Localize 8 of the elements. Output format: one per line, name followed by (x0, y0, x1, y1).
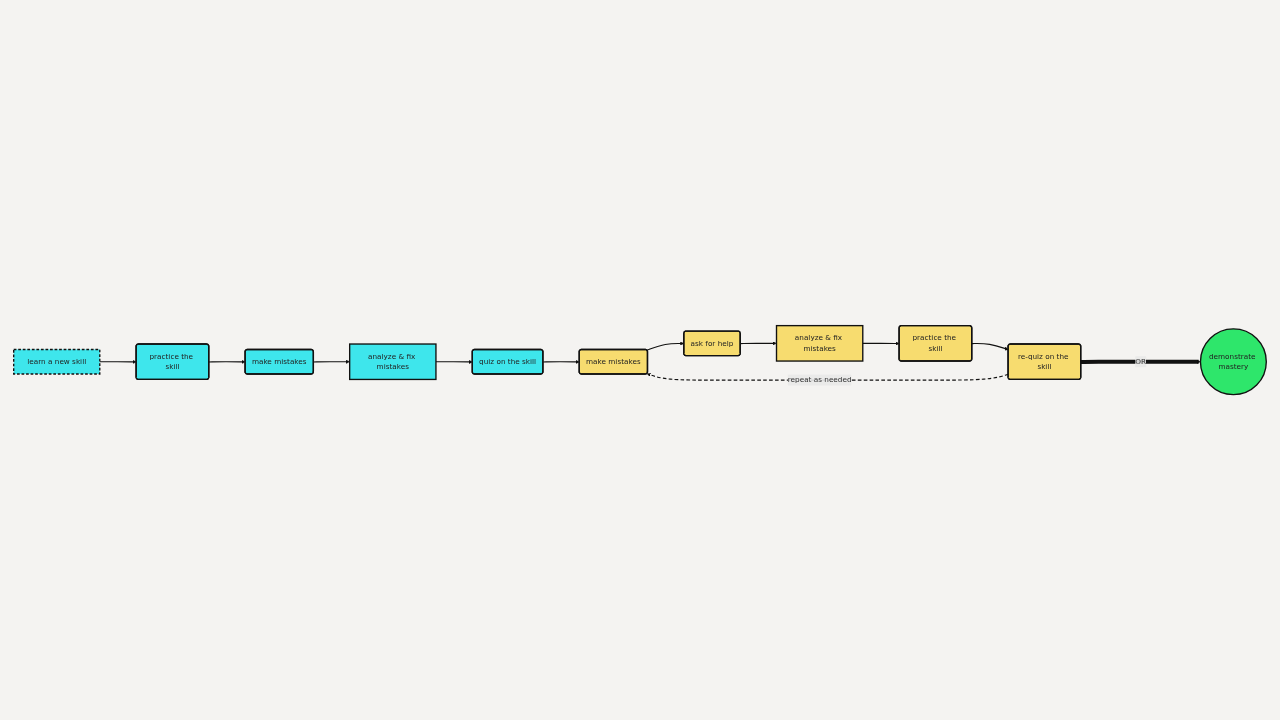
arrow (862, 341, 900, 346)
arrow (313, 359, 350, 364)
arrow (1080, 359, 1201, 364)
arrow (208, 359, 246, 364)
arrow (971, 342, 1009, 351)
arrow (435, 359, 473, 364)
arrow (542, 359, 580, 364)
arrow (99, 359, 137, 364)
